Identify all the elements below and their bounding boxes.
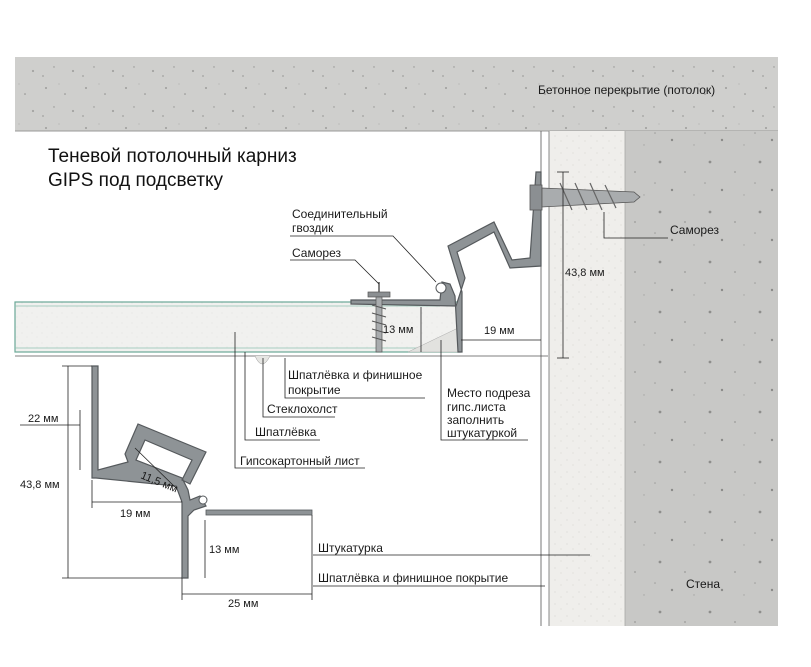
dim-left-depth: 19 мм: [120, 508, 150, 520]
dim-profile-depth: 19 мм: [484, 325, 514, 337]
ceiling-slab: [15, 57, 778, 131]
label-putty-finish-1: Шпатлёвка и финишное: [288, 368, 423, 382]
dim-left-height: 43,8 мм: [20, 479, 60, 491]
board-screw: [367, 282, 391, 353]
wall-label: Стена: [686, 577, 720, 591]
label-putty: Шпатлёвка: [255, 425, 317, 439]
label-putty-finish-full: Шпатлёвка и финишное покрытие: [318, 571, 509, 585]
dim-left-top: 22 мм: [28, 413, 58, 425]
label-drywall: Гипсокартонный лист: [240, 454, 360, 468]
label-plaster: Штукатурка: [318, 541, 383, 555]
wall-concrete: [625, 131, 778, 626]
label-cut-4: штукатуркой: [447, 426, 517, 440]
ceiling-label: Бетонное перекрытие (потолок): [538, 83, 715, 97]
label-cut-2: гипс.листа: [447, 400, 506, 414]
title-line1: Теневой потолочный карниз: [48, 146, 297, 167]
label-connector-2: гвоздик: [292, 221, 334, 235]
dim-wall-height: 43,8 мм: [565, 267, 605, 279]
detail-profile: [91, 365, 207, 579]
dim-left-thick: 13 мм: [209, 544, 239, 556]
title-line2: GIPS под подсветку: [48, 170, 224, 191]
label-cut-1: Место подреза: [447, 386, 531, 400]
wall-screw: [529, 182, 641, 211]
label-putty-finish-2: покрытие: [288, 383, 341, 397]
main-profile: [350, 171, 542, 353]
label-screw-right: Саморез: [670, 223, 719, 237]
label-connector-1: Соединительный: [292, 207, 388, 221]
label-fiberglass: Стеклохолст: [267, 402, 338, 416]
dim-left-bottom: 25 мм: [228, 598, 258, 610]
dim-board-thickness: 13 мм: [383, 324, 413, 336]
wall-plaster: [549, 131, 625, 626]
label-cut-3: заполнить: [447, 413, 504, 427]
label-screw-left: Саморез: [292, 246, 341, 260]
